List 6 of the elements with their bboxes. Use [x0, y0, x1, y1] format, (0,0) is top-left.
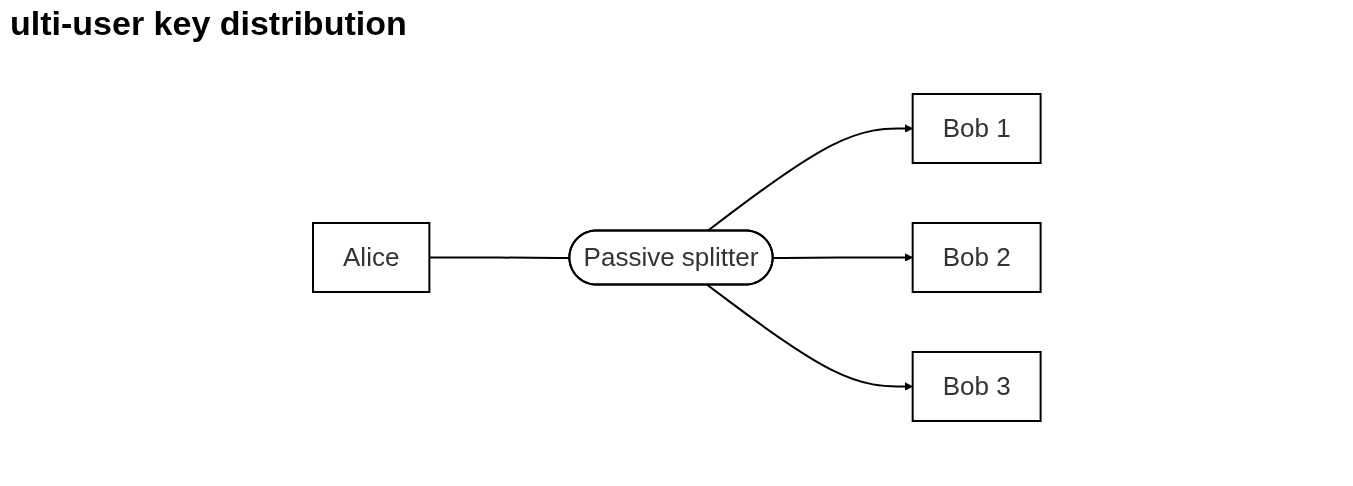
node-box: Alice	[311, 221, 431, 293]
node-box: Bob 1	[911, 92, 1042, 164]
arrow	[706, 283, 913, 391]
diagram-title: ulti-user key distribution	[10, 4, 408, 43]
node-box: Bob 2	[911, 221, 1042, 293]
node-box: Bob 3	[911, 350, 1042, 422]
